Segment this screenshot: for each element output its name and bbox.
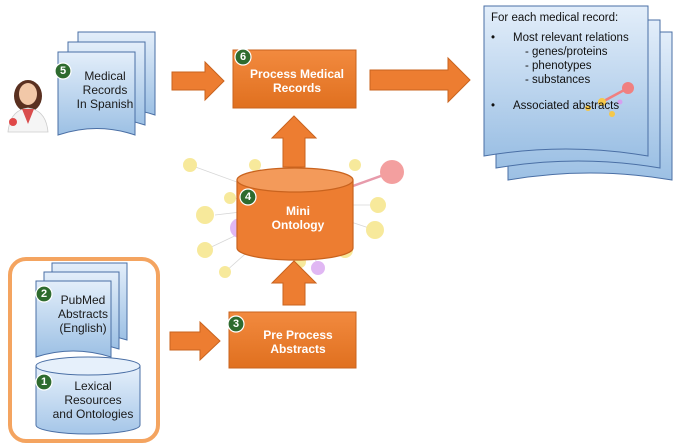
badge-1-number: 1 [40,376,48,388]
outcome-bullet-abstracts-text: Associated abstracts [513,100,620,113]
outcome-description: For each medical record: • Most relevant… [491,11,651,161]
preprocess-abstracts-box [228,311,357,369]
outcome-bullet-abstracts: • Associated abstracts [491,99,651,113]
outcome-sub-genes: - genes/proteins [525,46,608,59]
outcome-sub-phenotypes: - phenotypes [525,60,592,73]
ontology-line-2: Ontology [271,218,325,232]
process-records-line-1: Process Medical [249,66,345,81]
medical-records-document-stack [57,31,156,136]
bullet-glyph: • [491,32,496,45]
pubmed-line-1: PubMed [60,292,106,307]
badge-5 [54,62,72,80]
medical-records-line-3: In Spanish [76,97,134,112]
arrow-records-to-process [171,60,225,102]
relations-graph-icon [585,82,634,117]
medical-records-line-2: Records [82,82,128,97]
medical-records-label: Medical Records In Spanish [70,62,140,118]
preprocess-abstracts-label: Pre Process Abstracts [240,322,356,362]
outcome-heading: For each medical record: [491,12,619,24]
badge-3-number: 3 [232,318,240,330]
badge-6-number: 6 [239,51,247,63]
outcome-document-stack [483,5,673,181]
badge-2 [35,285,53,303]
badge-4 [239,188,257,206]
arrow-preprocess-to-ontology [270,260,318,306]
pubmed-line-2: Abstracts [57,306,108,321]
lexical-resources-label: Lexical Resources and Ontologies [50,374,136,426]
arrow-process-to-outcome [369,56,471,104]
process-medical-records-box [232,49,357,109]
lexical-resources-cylinder [35,356,141,435]
doctor-avatar-icon [7,80,49,133]
outcome-sub-substances: - substances [525,74,591,87]
mini-ontology-label: Mini Ontology [262,198,334,238]
preprocess-line-2: Abstracts [270,342,326,356]
lexical-line-3: and Ontologies [52,407,134,422]
badge-3 [227,315,245,333]
arrow-inputs-to-preprocess [169,320,221,362]
pubmed-document-stack [35,262,128,358]
badge-6 [234,48,252,66]
medical-records-line-1: Medical [84,68,126,83]
process-records-line-2: Records [272,81,322,95]
badge-1 [35,373,53,391]
outcome-bullet-relations: • Most relevant relations [491,31,651,45]
ontology-line-1: Mini [286,203,310,218]
badge-4-number: 4 [244,191,252,203]
pubmed-line-3: (English) [59,321,107,336]
preprocess-line-1: Pre Process [263,327,333,342]
outcome-bullet-relations-text: Most relevant relations [513,32,629,45]
pubmed-abstracts-label: PubMed Abstracts (English) [48,288,118,340]
badge-2-number: 2 [40,288,48,300]
process-medical-records-label: Process Medical Records [238,60,356,102]
lexical-line-1: Lexical [74,378,112,393]
lexical-line-2: Resources [64,392,122,407]
mini-ontology-cylinder [236,167,354,261]
badge-5-number: 5 [59,65,67,77]
arrow-ontology-to-process [270,115,318,168]
bullet-glyph: • [491,100,496,113]
